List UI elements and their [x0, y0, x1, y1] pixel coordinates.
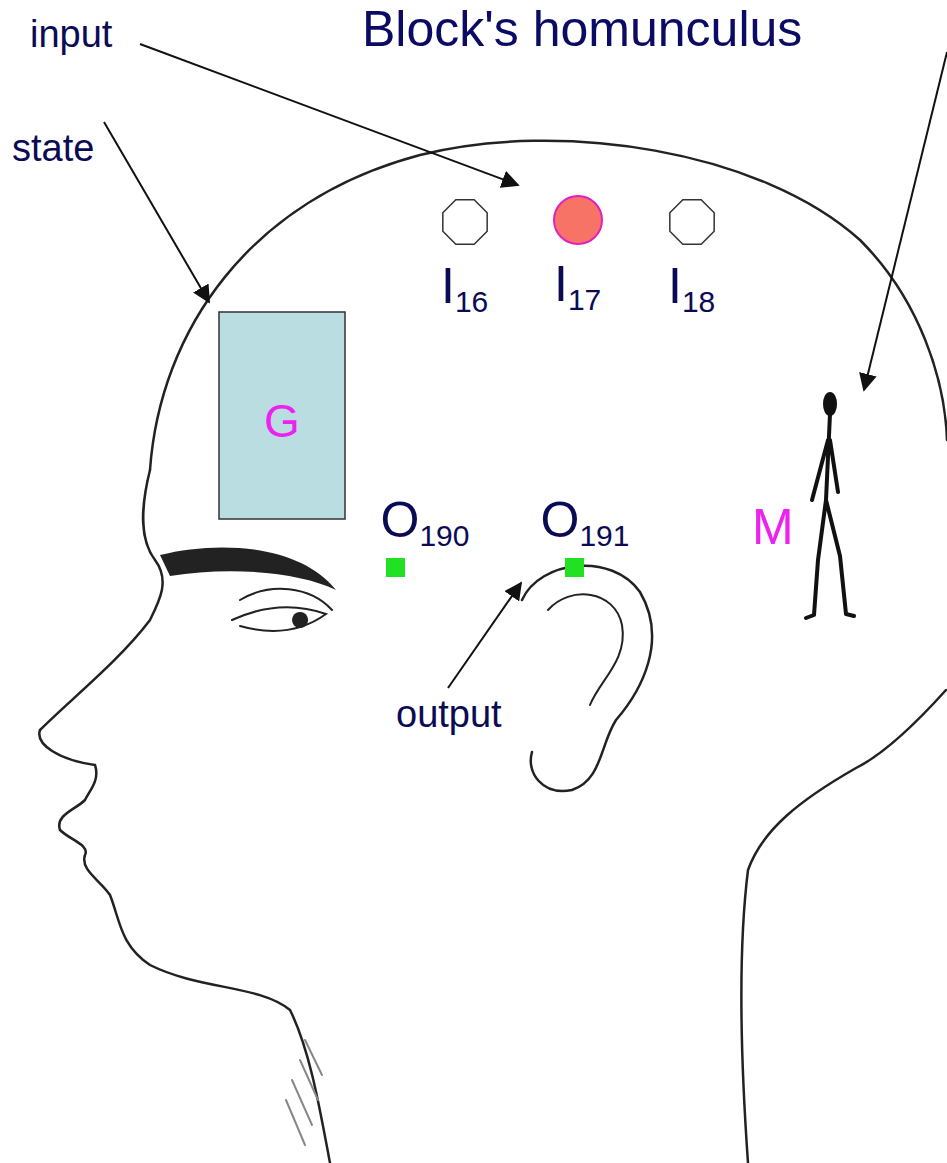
- square: [386, 558, 405, 577]
- output-square: [386, 558, 405, 577]
- input-unit: I17: [553, 195, 603, 316]
- part-label: state: [12, 128, 94, 170]
- skull-outline: [150, 141, 947, 470]
- box-rect: [219, 312, 345, 519]
- unit-label: I17: [554, 257, 601, 316]
- state-leader: [104, 122, 209, 302]
- unit-label: I18: [668, 259, 715, 318]
- active-circle: [554, 196, 602, 244]
- part-label: M: [752, 500, 794, 555]
- square: [565, 558, 584, 577]
- back-of-head: [741, 690, 946, 1163]
- eyebrow: [160, 547, 336, 590]
- eyelid: [240, 589, 332, 610]
- figure-head: [825, 394, 835, 414]
- output-square: [565, 558, 584, 577]
- unit-shape: [440, 197, 490, 247]
- ear-inner: [548, 594, 623, 705]
- output-leader: [448, 583, 521, 688]
- octagon: [443, 200, 487, 244]
- memory-leader: [864, 52, 947, 390]
- part-label: input: [30, 14, 112, 56]
- input-unit: I18: [667, 197, 717, 318]
- output-unit: O190: [321, 493, 470, 577]
- unit-shape: [667, 197, 717, 247]
- slide-title: Block's homunculus: [362, 2, 802, 57]
- state-box: G: [218, 311, 346, 520]
- box-label: G: [264, 396, 300, 447]
- output-unit: O191: [519, 493, 630, 577]
- ear: [522, 566, 652, 791]
- neck-shading: [286, 1040, 322, 1145]
- input-unit: I16: [440, 197, 490, 318]
- pupil: [292, 612, 308, 628]
- input-leader: [140, 44, 518, 185]
- unit-label: I16: [441, 259, 488, 318]
- unit-label: O191: [541, 493, 630, 552]
- part-label: output: [396, 694, 502, 736]
- figure-body: [806, 414, 854, 618]
- eye: [232, 607, 326, 631]
- stick-figure: [806, 394, 854, 618]
- octagon: [670, 200, 714, 244]
- unit-shape: [553, 195, 603, 245]
- unit-label: O190: [381, 493, 470, 552]
